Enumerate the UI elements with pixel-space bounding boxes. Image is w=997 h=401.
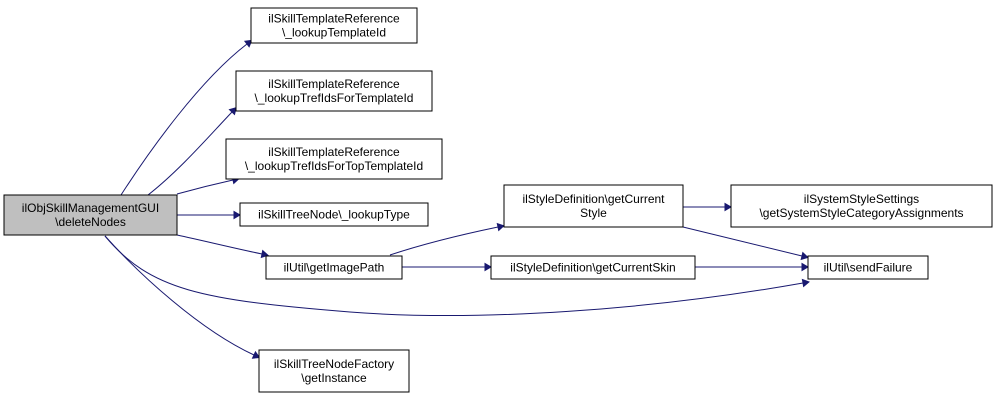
- arrowhead-icon: [228, 106, 237, 116]
- edge-root-getInstance: [104, 235, 261, 359]
- node-box: [239, 202, 429, 227]
- edge-root-lookupTref: [147, 106, 237, 196]
- node-label-line: ilStyleDefinition\getCurrent: [522, 192, 665, 206]
- edge-root-getImagePath: [176, 234, 269, 259]
- node-label-line: ilSkillTemplateReference: [268, 77, 400, 91]
- node-box: [3, 194, 178, 236]
- node-box: [250, 7, 418, 44]
- arrowhead-icon: [801, 278, 810, 288]
- node-root[interactable]: ilObjSkillManagementGUI\deleteNodes: [3, 194, 178, 236]
- node-label-line: \_lookupTrefIdsForTopTemplateId: [245, 159, 423, 173]
- node-curSkin[interactable]: ilStyleDefinition\getCurrentSkin: [490, 255, 696, 280]
- node-lookupTrefTop[interactable]: ilSkillTemplateReference\_lookupTrefIdsF…: [225, 138, 443, 180]
- node-label-line: ilSkillTreeNode\_lookupType: [258, 208, 410, 222]
- node-label-line: \deleteNodes: [55, 215, 126, 229]
- nodes: ilObjSkillManagementGUI\deleteNodes ilSki…: [3, 7, 993, 393]
- edge-curSkin-sendFailure: [695, 262, 809, 272]
- edge-root-lookupType: [177, 210, 241, 220]
- edge-curStyle-sendFailure: [682, 226, 809, 261]
- node-label-line: \_lookupTrefIdsForTemplateId: [255, 91, 414, 105]
- node-label-line: \getSystemStyleCategoryAssignments: [759, 206, 963, 220]
- arrowhead-icon: [496, 222, 505, 232]
- arrowhead-icon: [724, 202, 732, 212]
- edge-root-lookupTplId: [120, 39, 253, 196]
- edge-line: [176, 234, 263, 255]
- node-lookupTplId[interactable]: ilSkillTemplateReference\_lookupTemplate…: [250, 7, 418, 44]
- node-lookupTref[interactable]: ilSkillTemplateReference\_lookupTrefIdsF…: [235, 70, 433, 112]
- node-box: [235, 70, 433, 112]
- node-label-line: ilSkillTemplateReference: [268, 12, 400, 26]
- node-box: [265, 255, 403, 280]
- node-label-line: ilObjSkillManagementGUI: [22, 201, 159, 215]
- arrowhead-icon: [243, 39, 253, 48]
- edge-line: [682, 226, 803, 257]
- arrowhead-icon: [800, 251, 809, 261]
- arrowhead-icon: [233, 210, 241, 220]
- node-box: [490, 255, 696, 280]
- node-box: [807, 255, 929, 280]
- node-label-line: ilUtil\sendFailure: [824, 261, 913, 275]
- node-label-line: Style: [580, 206, 607, 220]
- node-box: [730, 184, 993, 228]
- edge-line: [147, 111, 233, 196]
- node-label-line: ilUtil\getImagePath: [284, 261, 385, 275]
- edges: [104, 39, 810, 359]
- edge-root-sendFailure: [104, 235, 810, 316]
- node-sysStyle[interactable]: ilSystemStyleSettings\getSystemStyleCate…: [730, 184, 993, 228]
- node-box: [258, 349, 410, 393]
- node-label-line: ilStyleDefinition\getCurrentSkin: [510, 261, 675, 275]
- edge-line: [104, 235, 255, 356]
- arrowhead-icon: [484, 262, 492, 272]
- arrowhead-icon: [801, 262, 809, 272]
- node-box: [503, 184, 684, 228]
- node-sendFailure[interactable]: ilUtil\sendFailure: [807, 255, 929, 280]
- edge-line: [389, 226, 499, 256]
- node-box: [225, 138, 443, 180]
- node-label-line: ilSkillTemplateReference: [268, 145, 400, 159]
- edge-line: [120, 43, 248, 196]
- edge-getImagePath-curStyle: [389, 222, 505, 256]
- edge-line: [176, 179, 234, 195]
- node-lookupType[interactable]: ilSkillTreeNode\_lookupType: [239, 202, 429, 227]
- arrowhead-icon: [251, 350, 261, 359]
- node-getImagePath[interactable]: ilUtil\getImagePath: [265, 255, 403, 280]
- edge-line: [104, 235, 804, 316]
- node-label-line: ilSystemStyleSettings: [804, 192, 919, 206]
- edge-curStyle-sysStyle: [683, 202, 732, 212]
- node-label-line: ilSkillTreeNodeFactory: [274, 357, 394, 371]
- node-getInstance[interactable]: ilSkillTreeNodeFactory\getInstance: [258, 349, 410, 393]
- edge-getImagePath-curSkin: [402, 262, 492, 272]
- node-label-line: \_lookupTemplateId: [282, 26, 386, 40]
- node-label-line: \getInstance: [301, 371, 367, 385]
